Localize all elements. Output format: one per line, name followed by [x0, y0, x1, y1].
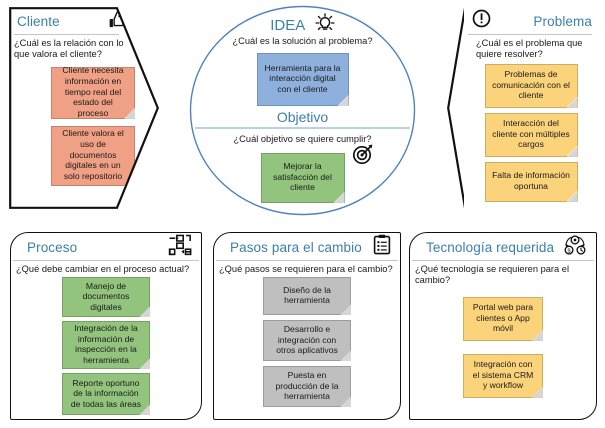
- panel-tecnologia-question: ¿Qué tecnología se requieren para el cam…: [415, 264, 570, 286]
- panel-proceso-question: ¿Qué debe cambiar en el proceso actual?: [16, 264, 190, 274]
- tech-gears-icon: $: [563, 234, 587, 261]
- panel-problema-title: Problema: [533, 13, 592, 29]
- card-note[interactable]: Mejorar la satisfacción del cliente: [260, 153, 345, 203]
- panel-proceso: Proceso: [10, 232, 202, 420]
- exclamation-circle-icon: [472, 9, 491, 33]
- card-text: Integración de la información de inspecc…: [74, 323, 138, 365]
- card-text: Mejorar la satisfacción del cliente: [273, 161, 332, 193]
- panel-proceso-cards: Manejo de documentos digitales Integraci…: [11, 277, 201, 416]
- card-text: Cliente valora el uso de documentos digi…: [62, 128, 124, 181]
- card-note[interactable]: Integración con el sistema CRM y workflo…: [463, 353, 543, 398]
- panel-tecnologia-cards: Portal web para clientes o App móvil Int…: [410, 289, 596, 398]
- card-note[interactable]: Reporte oportuno de la información de to…: [62, 373, 150, 416]
- idea-question: ¿Cuál es la solución al problema?: [232, 36, 373, 46]
- objetivo-title: Objetivo: [276, 109, 329, 125]
- card-note[interactable]: Cliente valora el uso de documentos digi…: [51, 125, 135, 186]
- panel-proceso-title: Proceso: [27, 239, 78, 255]
- panel-problema-cards: Problemas de comunicación con el cliente…: [464, 63, 598, 202]
- card-text: Desarrollo e integración con otros aplic…: [276, 324, 338, 356]
- idea-title-row: IDEA: [186, 13, 419, 38]
- thumbs-up-icon: [107, 10, 127, 33]
- panel-tecnologia-title: Tecnología requerida: [426, 239, 555, 255]
- card-text: Problemas de comunicación con el cliente: [492, 68, 570, 101]
- panel-cliente-title: Cliente: [17, 13, 60, 29]
- panel-pasos: Pasos para el cambio ¿Qué: [213, 232, 401, 420]
- panel-tecnologia-rule: [412, 260, 594, 261]
- card-note[interactable]: Diseño de la herramienta: [263, 277, 351, 316]
- panel-pasos-header: Pasos para el cambio: [214, 233, 400, 260]
- panel-cliente-question: ¿Cuál es la relación con lo que valora e…: [14, 38, 124, 60]
- card-note[interactable]: Interacción del cliente con múltiples ca…: [484, 112, 578, 157]
- panel-tecnologia-header: Tecnología requerida $: [410, 233, 596, 260]
- panel-cliente: Cliente ¿Cuál es la relación con lo que …: [9, 7, 159, 209]
- card-text: Puesta en producción de la herramienta: [275, 370, 339, 402]
- objetivo-cards: Mejorar la satisfacción del cliente: [186, 153, 419, 203]
- card-text: Reporte oportuno de la información de to…: [70, 377, 142, 409]
- panel-problema-header: Problema: [464, 7, 598, 34]
- panel-cliente-header: Cliente: [9, 7, 159, 34]
- card-text: Interacción del cliente con múltiples ca…: [492, 117, 570, 150]
- panel-problema-rule: [468, 34, 592, 35]
- card-text: Manejo de documentos digitales: [82, 280, 130, 312]
- card-text: Cliente necesita información en tiempo r…: [62, 65, 124, 118]
- card-note[interactable]: Herramienta para la interacción digital …: [256, 53, 349, 106]
- card-text: Portal web para clientes o App móvil: [472, 301, 534, 334]
- card-note[interactable]: Portal web para clientes o App móvil: [463, 296, 543, 341]
- panel-proceso-rule: [13, 260, 199, 261]
- card-note[interactable]: Puesta en producción de la herramienta: [263, 366, 351, 408]
- card-text: Integración con el sistema CRM y workflo…: [472, 358, 534, 391]
- card-note[interactable]: Integración de la información de inspecc…: [62, 321, 150, 370]
- panel-idea-objetivo: IDEA ¿Cuál es la solució: [186, 4, 419, 217]
- lightbulb-icon: [315, 13, 335, 38]
- target-icon: [352, 143, 374, 170]
- card-note[interactable]: Cliente necesita información en tiempo r…: [51, 65, 135, 119]
- panel-pasos-rule: [216, 260, 398, 261]
- card-text: Falta de información oportuna: [492, 170, 570, 191]
- objetivo-question: ¿Cuál objetivo se quiere cumplir?: [233, 134, 372, 144]
- panel-cliente-cards: Cliente necesita información en tiempo r…: [9, 63, 159, 186]
- panel-tecnologia: Tecnología requerida $: [409, 232, 597, 420]
- panel-pasos-title: Pasos para el cambio: [230, 239, 362, 255]
- clipboard-checklist-icon: [373, 234, 391, 260]
- card-note[interactable]: Manejo de documentos digitales: [62, 277, 150, 318]
- idea-cards: Herramienta para la interacción digital …: [186, 53, 419, 106]
- process-flow-icon: [168, 234, 192, 261]
- idea-title: IDEA: [270, 17, 306, 34]
- svg-text:$: $: [568, 248, 571, 254]
- panel-proceso-header: Proceso: [11, 233, 201, 260]
- panel-problema: Problema ¿Cuál es el problema que quiere…: [464, 7, 598, 209]
- card-text: Herramienta para la interacción digital …: [264, 62, 341, 94]
- card-note[interactable]: Problemas de comunicación con el cliente: [484, 63, 578, 108]
- card-note[interactable]: Desarrollo e integración con otros aplic…: [263, 320, 351, 362]
- panel-pasos-cards: Diseño de la herramienta Desarrollo e in…: [214, 277, 400, 408]
- card-note[interactable]: Falta de información oportuna: [484, 161, 578, 202]
- panel-pasos-question: ¿Qué pasos se requieren para el cambio?: [219, 264, 393, 274]
- card-text: Diseño de la herramienta: [283, 284, 331, 306]
- panel-problema-question: ¿Cuál es el problema que quiere resolver…: [476, 38, 583, 60]
